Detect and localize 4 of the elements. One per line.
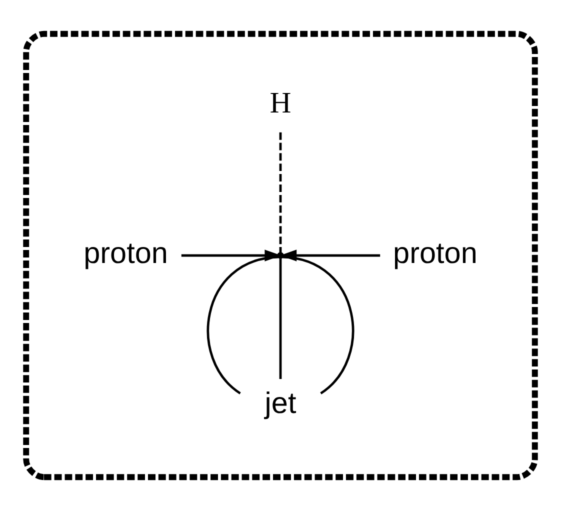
node-text: proton [393,236,478,270]
node-text: H [270,86,292,120]
node-text: proton [84,236,168,270]
node-text: jet [264,386,296,420]
